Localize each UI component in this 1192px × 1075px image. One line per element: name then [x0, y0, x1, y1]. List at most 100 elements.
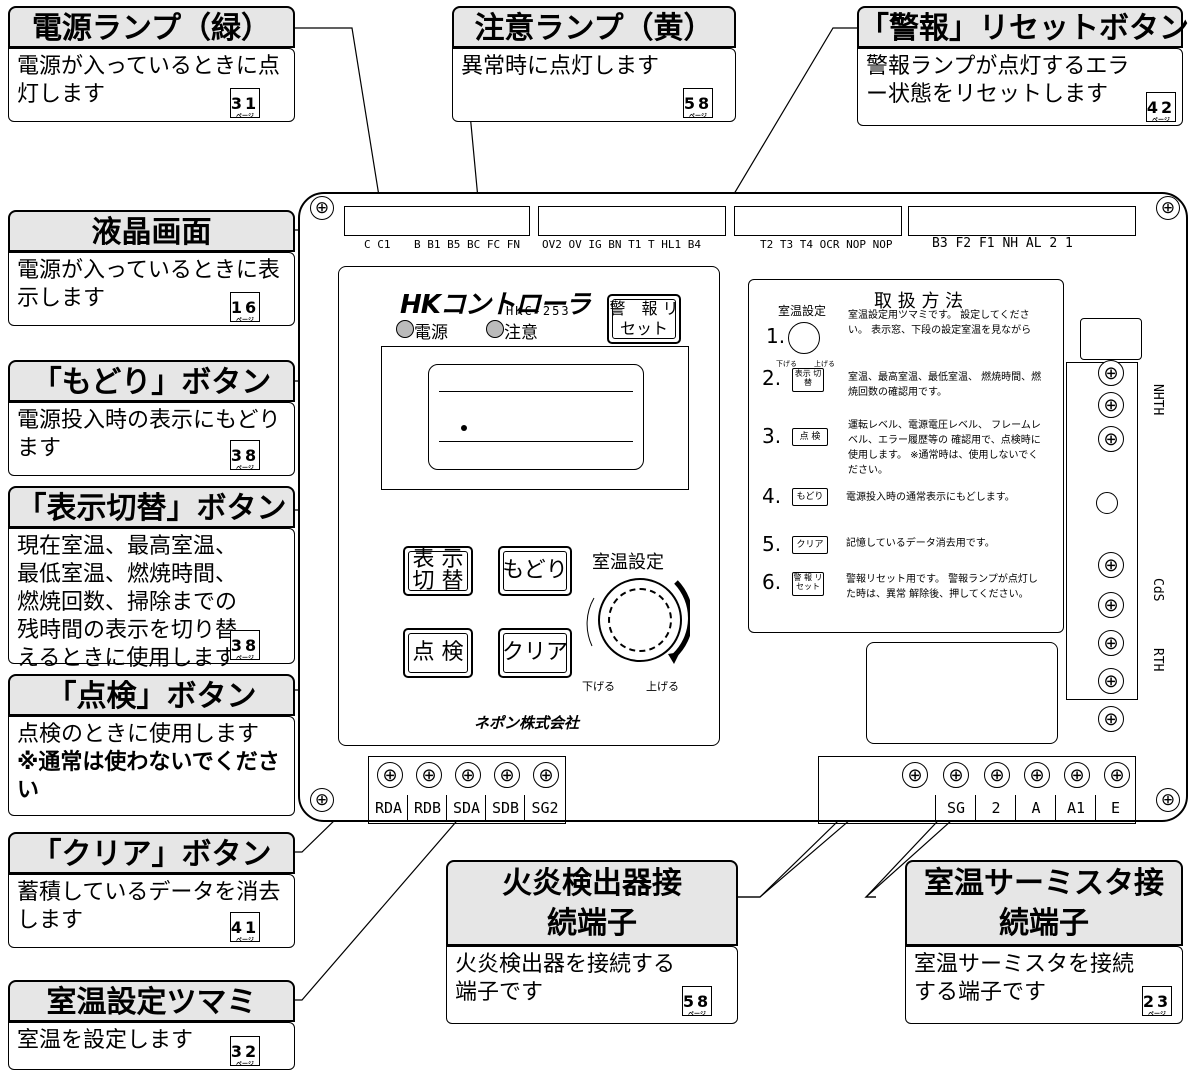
- instruction-num: 6.: [762, 570, 782, 594]
- instruction-num: 3.: [762, 424, 782, 448]
- terminal-screw-icon: ⊕: [1064, 762, 1090, 788]
- brand-name: HKコントローラ: [400, 290, 591, 320]
- callout-title: 火炎検出器接続端子: [446, 860, 738, 946]
- instruction-button-icon: もどり: [792, 488, 828, 506]
- terminal-screw-icon: ⊕: [984, 762, 1010, 788]
- instruction-num: 1.: [766, 324, 786, 348]
- instruction-knob-down: 下げる: [776, 360, 797, 368]
- instruction-num: 5.: [762, 532, 782, 556]
- knob-up-label: 上げる: [646, 680, 679, 693]
- page-ref-icon: 58: [682, 986, 712, 1018]
- terminal-block: [538, 206, 726, 236]
- terminal-screw-icon: ⊕: [1024, 762, 1050, 788]
- back-button[interactable]: もどり: [498, 546, 572, 596]
- instruction-knob-icon: [788, 322, 820, 354]
- terminal-labels: B3 F2 F1 NH AL 2 1: [932, 236, 1073, 251]
- terminal-screw-icon: ⊕: [1098, 668, 1124, 694]
- instruction-num: 4.: [762, 484, 782, 508]
- terminal-screw-icon: ⊕: [1104, 762, 1130, 788]
- bottom-terminal-block-right: [818, 756, 1136, 824]
- instruction-text: 警報リセット用です。 警報ランプが点灯した時は、異常 解除後、押してください。: [846, 574, 1038, 600]
- temp-knob-dial[interactable]: [598, 578, 682, 662]
- callout-title: 注意ランプ（黄）: [452, 6, 736, 48]
- page-ref-icon: 31: [230, 88, 260, 120]
- model-number: HKC-253: [506, 304, 571, 318]
- instruction-card: [748, 279, 1064, 633]
- callout-title: 「クリア」ボタン: [8, 832, 295, 874]
- inspect-button[interactable]: 点 検: [403, 628, 473, 678]
- instruction-text: 室温、最高室温、最低室温、 燃焼時間、燃焼回数の確認用です。: [848, 372, 1042, 398]
- screw-icon: ⊕: [1156, 196, 1180, 220]
- connector-slot: [1080, 318, 1142, 360]
- terminal-screw-icon: ⊕: [902, 762, 928, 788]
- power-lamp-label: 電源: [414, 323, 448, 343]
- terminal-screw-icon: ⊕: [494, 762, 520, 788]
- terminal-screw-icon: ⊕: [1098, 706, 1124, 732]
- page-ref-icon: 16: [230, 292, 260, 324]
- instruction-button-icon: 点 検: [792, 428, 828, 446]
- display-switch-button[interactable]: 表 示 切 替: [403, 546, 473, 596]
- terminal-screw-icon: ⊕: [1098, 392, 1124, 418]
- terminal-label-cds: CdS: [1150, 578, 1165, 602]
- callout-title: 「警報」リセットボタン: [857, 6, 1189, 48]
- terminal-labels: B B1 B5 BC FC FN: [414, 238, 520, 251]
- callout-note: ※通常は使わないでください: [17, 750, 280, 803]
- callout-title: 電源ランプ（緑）: [8, 6, 295, 48]
- maker-name: ネポン株式会社: [474, 714, 580, 732]
- terminal-label: RDA: [368, 795, 408, 821]
- terminal-label: SG2: [524, 795, 565, 821]
- power-lamp-icon: [396, 320, 414, 338]
- page-ref-icon: 38: [230, 630, 260, 662]
- instruction-text: 室温設定用ツマミです。 設定してください。 表示窓、下段の設定室温を見ながら: [848, 310, 1032, 336]
- terminal-label: E: [1095, 795, 1135, 821]
- bottom-terminal-block-left: [368, 756, 566, 824]
- instruction-button-icon: 警 報 リセット: [792, 572, 824, 596]
- callout-title: 「点検」ボタン: [8, 674, 295, 716]
- instruction-text: 運転レベル、電源電圧レベル、 フレームレベル、エラー履歴等の 確認用で、点検時に…: [848, 420, 1041, 476]
- page-ref-icon: 23: [1142, 986, 1172, 1018]
- alarm-reset-button[interactable]: 警 報 リセット: [607, 294, 681, 344]
- screw-icon: ⊕: [310, 788, 334, 812]
- page-ref-icon: 58: [683, 88, 713, 120]
- callout-body: 室温を設定します: [8, 1022, 295, 1070]
- knob-title: 室温設定: [592, 552, 664, 573]
- terminal-label: RDB: [407, 795, 447, 821]
- terminal-screw-icon: ⊕: [1098, 426, 1124, 452]
- terminal-labels: T2 T3 T4 OCR NOP NOP: [760, 238, 893, 251]
- blank-panel-area: [866, 642, 1058, 744]
- clear-button[interactable]: クリア: [498, 628, 572, 678]
- instruction-text: 電源投入時の通常表示にもどします。: [846, 492, 1015, 503]
- terminal-label: 2: [975, 795, 1016, 821]
- page-ref-icon: 41: [230, 912, 260, 944]
- screw-icon: ⊕: [310, 196, 334, 220]
- callout-body: 警報ランプが点灯するエラー状態をリセットします: [857, 48, 1183, 126]
- terminal-label-nhth: NHTH: [1150, 384, 1165, 416]
- terminal-label: SG: [935, 795, 976, 821]
- callout-title: 室温サーミスタ接続端子: [905, 860, 1183, 946]
- lcd-screen: [428, 364, 644, 470]
- terminal-block: [734, 206, 902, 236]
- terminal-screw-icon: ⊕: [533, 762, 559, 788]
- knob-down-label: 下げる: [582, 680, 615, 693]
- terminal-label: SDB: [485, 795, 525, 821]
- caution-lamp-label: 注意: [504, 323, 538, 343]
- terminal-label-rth: RTH: [1150, 648, 1165, 672]
- screw-icon: ⊕: [1156, 788, 1180, 812]
- terminal-screw-icon: ⊕: [1098, 630, 1124, 656]
- terminal-label: SDA: [446, 795, 486, 821]
- controller-panel: [298, 192, 1188, 822]
- instruction-knob-label: 室温設定: [778, 304, 827, 318]
- terminal-screw-icon: ⊕: [455, 762, 481, 788]
- callout-title: 「表示切替」ボタン: [8, 486, 295, 528]
- callout-title: 「もどり」ボタン: [8, 360, 295, 402]
- terminal-block: [908, 206, 1136, 236]
- terminal-labels: C C1: [364, 238, 391, 251]
- mount-hole: [1096, 492, 1118, 514]
- terminal-screw-icon: ⊕: [943, 762, 969, 788]
- instruction-title: 取 扱 方 法: [874, 291, 964, 312]
- page-ref-icon: 38: [230, 440, 260, 472]
- callout-body: 点検のときに使用します ※通常は使わないでください: [8, 716, 295, 816]
- instruction-num: 2.: [762, 366, 782, 390]
- callout-title: 室温設定ツマミ: [8, 980, 295, 1022]
- instruction-knob-up: 上げる: [814, 360, 835, 368]
